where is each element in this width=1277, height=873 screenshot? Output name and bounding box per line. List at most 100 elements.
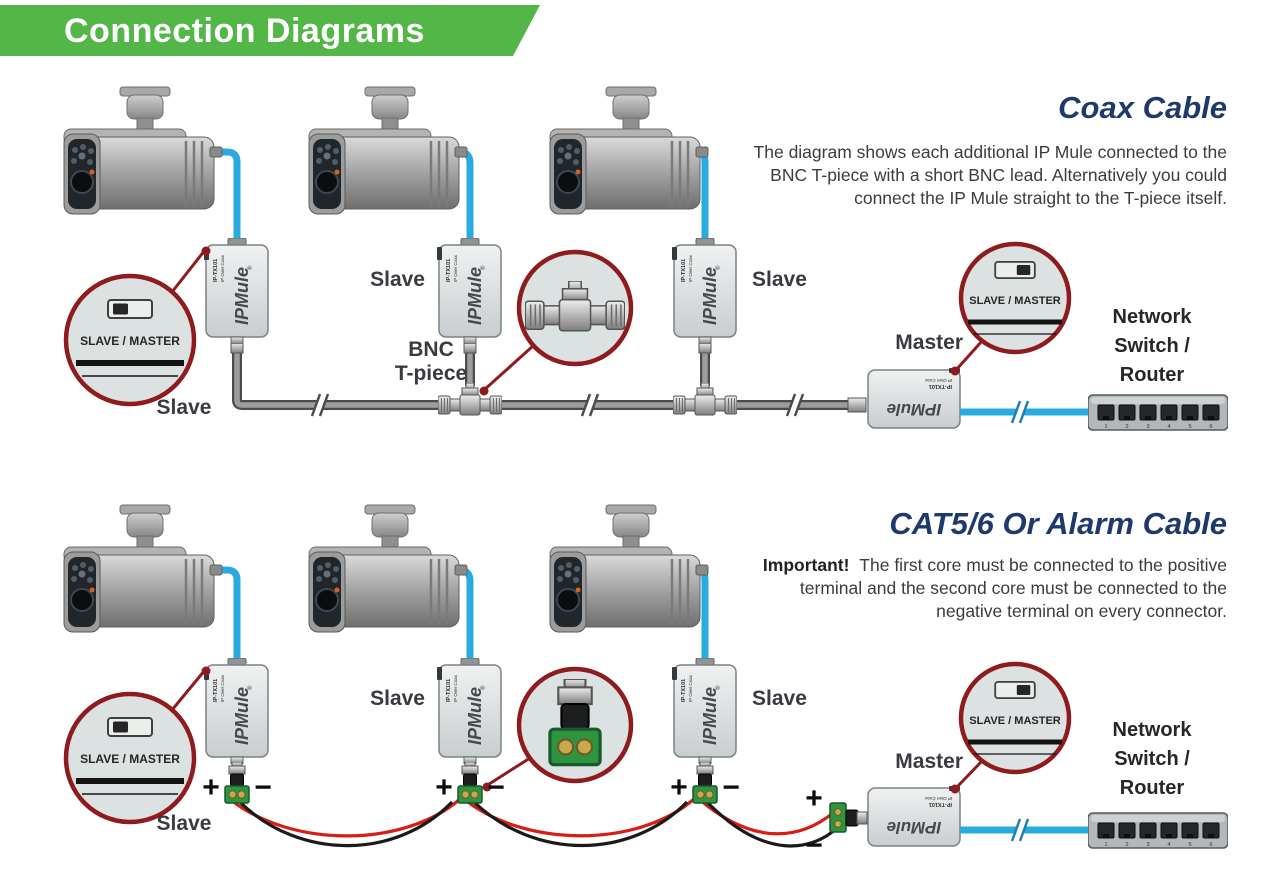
minus-sign-2: − bbox=[487, 771, 505, 804]
tpiece-label-line2: T-piece bbox=[394, 362, 468, 386]
minus-sign-3: − bbox=[722, 771, 740, 804]
master-terminal-connector bbox=[829, 802, 868, 833]
magnifier-target-dot bbox=[201, 666, 211, 676]
coax-camera3-cable bbox=[699, 149, 709, 243]
master-toggle-icon bbox=[994, 261, 1036, 279]
coax-diagram: SLAVE / MASTER SLAVE / MASTER bbox=[62, 85, 1228, 431]
coax-trunk-cable-core bbox=[234, 350, 852, 408]
cat5-camera-2 bbox=[307, 503, 469, 634]
bnc-tpiece-2 bbox=[673, 383, 737, 416]
coax-slave-label-3: Slave bbox=[752, 268, 807, 291]
cat5-camera3-cable bbox=[699, 567, 709, 661]
coax-ipmule-slave-3 bbox=[672, 238, 737, 344]
cat5-slave-label-bottom: Slave bbox=[156, 812, 212, 835]
coax-network-label: Network Switch / Router bbox=[1090, 303, 1214, 390]
cat5-slave-label-3: Slave bbox=[752, 687, 807, 710]
magnifier-target-dot bbox=[201, 246, 211, 256]
coax-ipmule-slave-2 bbox=[437, 238, 502, 344]
magnifier-circle bbox=[63, 691, 197, 825]
magnifier-leader-line bbox=[170, 249, 207, 293]
cat5-section-description: Important! The first core must be connec… bbox=[737, 554, 1227, 623]
cat5-magnifier-slave-switch: SLAVE / MASTER bbox=[63, 666, 211, 825]
cat5-ipmule-slave-2 bbox=[437, 658, 502, 764]
magnifier-leader-line bbox=[170, 669, 207, 711]
coax-magnifier-slave-switch: SLAVE / MASTER bbox=[63, 246, 211, 407]
header-banner bbox=[0, 5, 540, 56]
cat5-slave-label-2: Slave bbox=[370, 687, 425, 710]
magnifier-target-dot bbox=[950, 784, 960, 794]
terminal-connector-2 bbox=[457, 762, 483, 804]
cat5-network-label: Network Switch / Router bbox=[1090, 716, 1214, 803]
coax-camera-2 bbox=[307, 85, 469, 216]
magnifier-target-dot bbox=[950, 366, 960, 376]
negative-wire-2 bbox=[472, 800, 689, 847]
cat5-camera-1 bbox=[62, 503, 224, 634]
coax-tpiece-label: BNC T-piece bbox=[384, 338, 478, 386]
plus-sign-1: + bbox=[202, 771, 220, 804]
network-label-line2: Switch / bbox=[1114, 335, 1190, 357]
minus-sign-1: − bbox=[254, 771, 272, 804]
cat5-important-text: Important! bbox=[762, 555, 850, 575]
cat5-magnifier-master-switch: SLAVE / MASTER bbox=[950, 661, 1072, 794]
magnifier-leader-line bbox=[954, 339, 984, 372]
cat5-section-title: CAT5/6 Or Alarm Cable bbox=[889, 506, 1227, 541]
network-label-line1: Network bbox=[1112, 719, 1192, 741]
coax-slave-label-2: Slave bbox=[370, 268, 425, 291]
master-bnc-connector bbox=[847, 397, 867, 413]
magnifier-target-dot bbox=[479, 386, 489, 396]
coax-section-title: Coax Cable bbox=[1058, 90, 1227, 125]
negative-wire-1 bbox=[239, 800, 454, 848]
coax-camera-3 bbox=[548, 85, 710, 216]
bnc-stub-1 bbox=[230, 342, 244, 354]
cat5-ipmule-master bbox=[867, 786, 961, 847]
switch-label: SLAVE / MASTER bbox=[80, 752, 180, 766]
network-label-line1: Network bbox=[1112, 306, 1192, 328]
coax-camera1-cable bbox=[216, 148, 241, 243]
magnifier-circle bbox=[958, 661, 1072, 775]
cat5-master-label: Master bbox=[895, 750, 963, 773]
cat5-camera2-cable bbox=[460, 566, 474, 661]
cat5-camera-3 bbox=[548, 503, 710, 634]
cat5-ipmule-slave-3 bbox=[672, 658, 737, 764]
plus-sign-3: + bbox=[670, 771, 688, 804]
cat5-description-text: The first core must be connected to the … bbox=[799, 555, 1227, 622]
coax-ipmule-slave-1 bbox=[204, 238, 269, 344]
magnifier-target-dot bbox=[482, 782, 492, 792]
slave-toggle-icon bbox=[107, 299, 153, 319]
bnc-tpiece-1 bbox=[438, 383, 502, 416]
magnifier-circle bbox=[958, 241, 1072, 355]
coax-network-switch bbox=[1088, 394, 1228, 431]
magnifier-circle bbox=[63, 273, 197, 407]
coax-trunk-cable bbox=[232, 350, 852, 410]
cat5-diagram: SLAVE / MASTER SLAVE / MASTER bbox=[62, 503, 1228, 849]
coax-section-description: The diagram shows each additional IP Mul… bbox=[753, 142, 1227, 209]
switch-label: SLAVE / MASTER bbox=[969, 295, 1061, 307]
coax-camera2-cable bbox=[460, 148, 474, 243]
network-label-line3: Router bbox=[1119, 364, 1185, 386]
cat5-camera1-cable bbox=[216, 566, 241, 661]
magnifier-leader-line bbox=[482, 344, 535, 392]
cat5-network-switch bbox=[1088, 812, 1228, 849]
cat5-ipmule-slave-1 bbox=[204, 658, 269, 764]
plus-sign-2: + bbox=[435, 771, 453, 804]
magnifier-leader-line bbox=[485, 756, 531, 788]
switch-label: SLAVE / MASTER bbox=[80, 334, 180, 348]
coax-master-label: Master bbox=[895, 331, 963, 354]
network-label-line3: Router bbox=[1119, 777, 1185, 799]
coax-magnifier-tpiece bbox=[479, 249, 634, 396]
tpiece-label-line1: BNC bbox=[408, 338, 454, 361]
coax-slave-label-bottom: Slave bbox=[156, 396, 212, 419]
coax-ipmule-master bbox=[867, 368, 961, 429]
switch-label: SLAVE / MASTER bbox=[969, 715, 1061, 727]
master-toggle-icon bbox=[994, 681, 1036, 699]
plus-sign-master: + bbox=[805, 782, 823, 815]
coax-camera-1 bbox=[62, 85, 224, 216]
coax-magnifier-master-switch: SLAVE / MASTER bbox=[950, 241, 1072, 376]
negative-wire-3 bbox=[705, 800, 840, 848]
magnifier-leader-line bbox=[954, 759, 984, 790]
network-label-line2: Switch / bbox=[1114, 748, 1190, 770]
bnc-stub-3 bbox=[698, 342, 712, 354]
page-title: Connection Diagrams bbox=[64, 12, 425, 50]
